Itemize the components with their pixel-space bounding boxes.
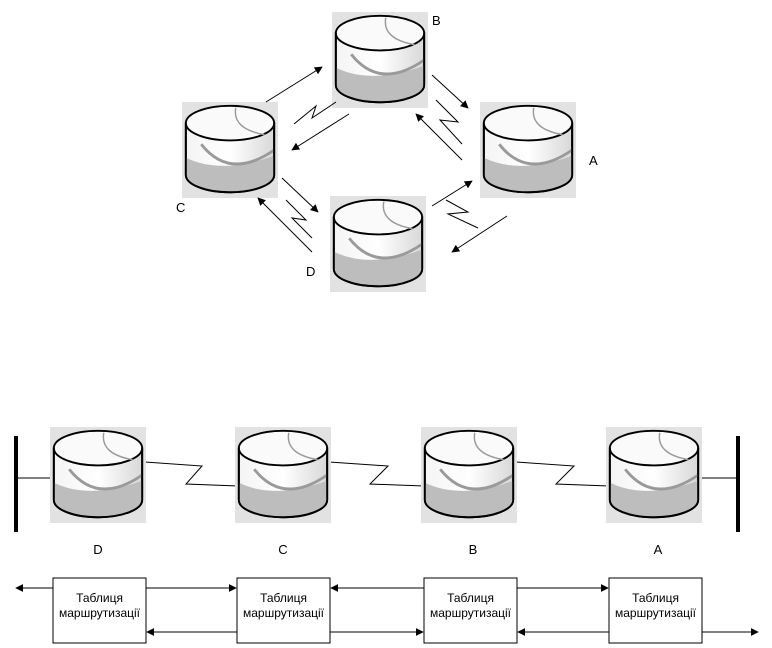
- routing-table: Таблиця маршрутизації: [608, 577, 703, 644]
- routing-table-subtitle: маршрутизації: [243, 606, 325, 620]
- router-icon: [235, 427, 331, 523]
- serial-link-icon: [328, 461, 425, 487]
- arrow-icon: [281, 177, 319, 213]
- routing-table: Таблиця маршрутизації: [52, 577, 147, 644]
- arrow-icon: [257, 197, 313, 253]
- router-label-d: D: [306, 264, 315, 279]
- arrow-icon: [431, 74, 469, 109]
- arrow-icon: [415, 113, 463, 161]
- router-label-c: C: [278, 542, 287, 557]
- serial-link-icon: [445, 199, 479, 229]
- router-icon: [330, 12, 430, 108]
- serial-link-icon: [435, 99, 463, 145]
- routing-table-title: Таблиця: [76, 591, 123, 605]
- router-label-c: C: [176, 200, 185, 215]
- bottom-linear-network: D C B A Таблиця маршрутизації Таблиця ма…: [14, 427, 759, 644]
- routing-table: Таблиця маршрутизації: [236, 577, 331, 644]
- routing-table-title: Таблиця: [632, 591, 679, 605]
- router-label-a: A: [654, 542, 663, 557]
- serial-link-icon: [144, 461, 239, 487]
- router-icon: [50, 427, 146, 523]
- serial-link-icon: [515, 461, 610, 487]
- routing-table: Таблиця маршрутизації: [423, 577, 518, 644]
- router-icon: [328, 196, 428, 292]
- routing-table-title: Таблиця: [447, 591, 494, 605]
- arrow-icon: [291, 113, 350, 151]
- router-icon: [421, 427, 517, 523]
- arrow-icon: [451, 215, 508, 253]
- router-label-b: B: [432, 13, 441, 28]
- router-label-a: A: [589, 153, 598, 168]
- serial-link-icon: [285, 199, 313, 239]
- router-label-b: B: [469, 542, 478, 557]
- router-label-d: D: [93, 542, 102, 557]
- router-icon: [180, 102, 280, 198]
- routing-table-subtitle: маршрутизації: [59, 606, 141, 620]
- routing-table-subtitle: маршрутизації: [430, 606, 512, 620]
- router-icon: [606, 427, 702, 523]
- arrow-icon: [431, 180, 473, 207]
- arrow-icon: [265, 66, 323, 103]
- router-icon: [478, 102, 578, 198]
- routing-table-subtitle: маршрутизації: [615, 606, 697, 620]
- serial-link-icon: [293, 101, 337, 125]
- routing-table-title: Таблиця: [260, 591, 307, 605]
- top-ring-network: B A C D: [176, 12, 598, 292]
